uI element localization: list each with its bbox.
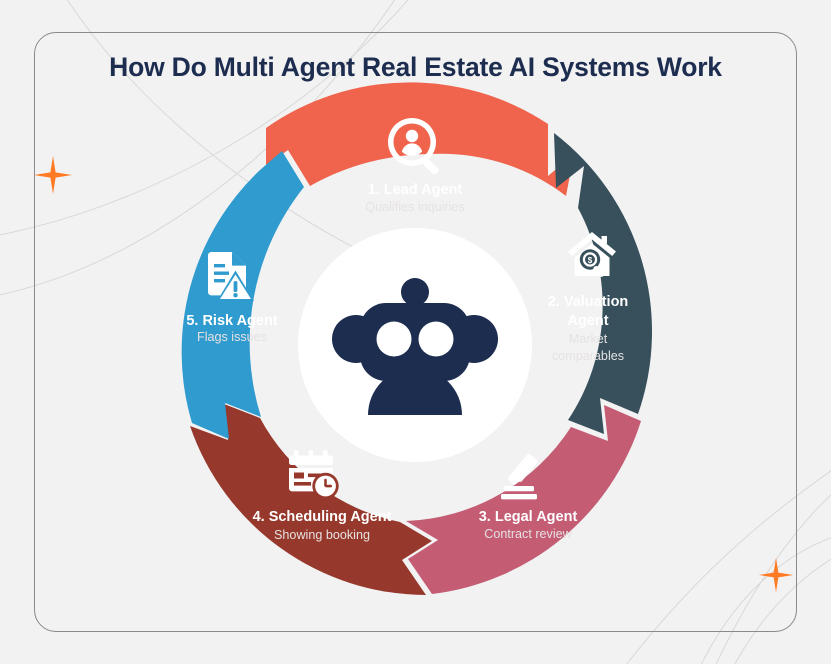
house-value-icon: $ — [568, 232, 616, 277]
segment-lead-agent-title: 1. Lead Agent — [368, 182, 463, 198]
gavel-icon — [501, 454, 538, 500]
segment-risk-agent[interactable]: 5. Risk Agent Flags issues — [181, 151, 304, 439]
segment-scheduling-agent-title: 4. Scheduling Agent — [253, 509, 392, 525]
person-search-icon — [388, 118, 439, 175]
segment-legal-agent-shape — [406, 405, 641, 594]
segment-valuation-agent-title-line2: Agent — [567, 313, 608, 329]
segment-lead-agent-shape — [266, 82, 574, 196]
card-frame — [34, 32, 797, 632]
calendar-clock-icon — [289, 450, 339, 500]
segment-valuation-agent-shape — [554, 133, 653, 434]
segment-lead-agent-subtitle: Qualifies inquiries — [365, 200, 464, 214]
svg-text:$: $ — [588, 256, 593, 265]
segment-lead-agent[interactable]: 1. Lead Agent Qualifies inquiries — [266, 82, 574, 214]
robot-icon — [332, 278, 498, 415]
segment-risk-agent-subtitle: Flags issues — [197, 330, 267, 344]
segment-scheduling-agent-shape — [190, 404, 432, 595]
segment-legal-agent-title: 3. Legal Agent — [479, 509, 578, 525]
segment-scheduling-agent-subtitle: Showing booking — [274, 528, 370, 542]
segment-valuation-agent-subtitle-line2: comparables — [552, 349, 624, 363]
segment-valuation-agent-subtitle-line1: Market — [569, 332, 608, 346]
segment-legal-agent[interactable]: 3. Legal Agent Contract review — [406, 405, 641, 594]
segment-risk-agent-title: 5. Risk Agent — [186, 313, 277, 329]
segment-legal-agent-subtitle: Contract review — [484, 527, 572, 541]
segment-valuation-agent-title-line1: 2. Valuation — [548, 294, 629, 310]
segment-valuation-agent[interactable]: $ 2. Valuation Agent Market comparables — [548, 133, 653, 434]
segment-scheduling-agent[interactable]: 4. Scheduling Agent Showing booking — [190, 404, 432, 595]
page-title: How Do Multi Agent Real Estate AI System… — [109, 52, 722, 82]
